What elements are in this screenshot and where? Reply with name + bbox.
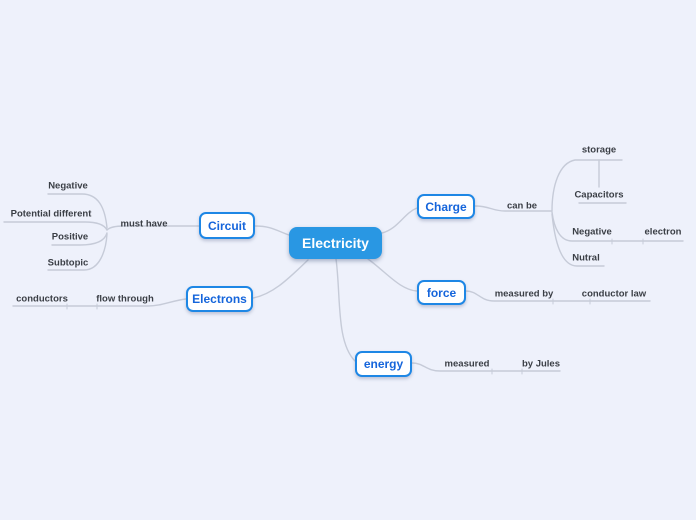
node-energy-label: energy	[363, 357, 404, 371]
relation-measured-by[interactable]: measured by	[494, 288, 554, 300]
node-electricity-label: Electricity	[302, 235, 369, 251]
topic-by-jules[interactable]: by Jules	[521, 358, 561, 370]
line-to-nutral	[551, 213, 605, 267]
topic-negative[interactable]: Negative	[48, 180, 88, 192]
topic-conductor-law[interactable]: conductor law	[581, 288, 647, 300]
topic-storage[interactable]: storage	[581, 144, 617, 156]
line-conductors	[12, 298, 187, 307]
line-subtopic	[47, 233, 108, 271]
relation-can-be[interactable]: can be	[506, 200, 538, 212]
node-charge[interactable]: Charge	[417, 194, 475, 219]
line-circuit-to-center	[254, 225, 290, 236]
node-electrons[interactable]: Electrons	[186, 286, 253, 312]
line-electrons-to-center	[252, 259, 309, 299]
line-center-to-charge	[381, 207, 418, 234]
topic-positive[interactable]: Positive	[51, 231, 89, 243]
line-potential-different	[3, 221, 108, 231]
node-circuit-label: Circuit	[207, 218, 246, 233]
node-force[interactable]: force	[417, 280, 466, 305]
line-energy-to-by-jules	[411, 362, 561, 372]
topic-nutral[interactable]: Nutral	[572, 252, 600, 264]
line-negative	[47, 193, 108, 229]
node-electrons-label: Electrons	[192, 292, 247, 306]
topic-conductors[interactable]: conductors	[16, 293, 68, 305]
line-force-to-conductor-law	[465, 290, 651, 302]
topic-subtopic[interactable]: Subtopic	[47, 257, 89, 269]
topic-negative-charge[interactable]: Negative	[572, 226, 612, 238]
topic-electron[interactable]: electron	[644, 226, 682, 238]
line-center-to-energy	[335, 258, 356, 362]
line-charge-to-junction	[474, 205, 553, 212]
line-to-storage	[551, 159, 623, 212]
node-electricity[interactable]: Electricity	[289, 227, 382, 259]
line-center-to-force	[367, 258, 418, 292]
node-energy[interactable]: energy	[355, 351, 412, 377]
relation-measured[interactable]: measured	[444, 358, 490, 370]
line-junction-to-circuit	[106, 225, 200, 231]
node-force-label: force	[426, 285, 457, 300]
relation-flow-through[interactable]: flow through	[96, 293, 154, 305]
line-positive	[51, 232, 108, 246]
topic-capacitors[interactable]: Capacitors	[574, 189, 624, 201]
topic-potential-different[interactable]: Potential different	[10, 208, 92, 220]
node-circuit[interactable]: Circuit	[199, 212, 255, 239]
node-charge-label: Charge	[425, 199, 467, 214]
relation-must-have[interactable]: must have	[120, 218, 168, 230]
